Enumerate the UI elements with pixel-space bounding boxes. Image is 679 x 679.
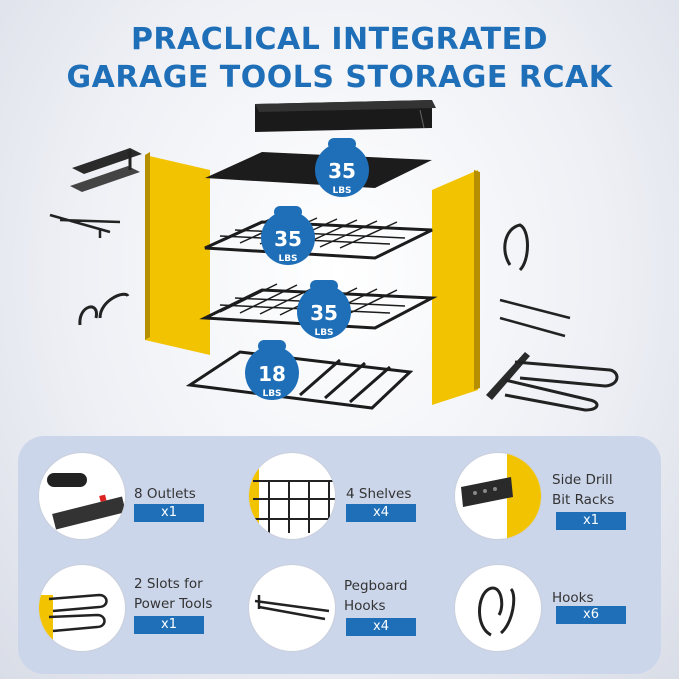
power-tool-slot-icon [39, 593, 108, 651]
component-label: Hooks [552, 590, 594, 606]
power-strip-thumbnail [38, 452, 126, 540]
pegboard-hook-thumbnail [248, 564, 336, 652]
shelf-thumbnail [248, 452, 336, 540]
drill-bit-rack-icon [461, 453, 541, 539]
weight-badge-1: 35 LBS [315, 138, 369, 197]
shelf-4-tool-slots [185, 350, 414, 410]
page-title-line-2: GARAGE TOOLS STORAGE RCAK [66, 60, 613, 95]
power-tool-slot-thumbnail [38, 564, 126, 652]
weight-unit: LBS [278, 254, 297, 264]
component-qty: x6 [556, 606, 626, 624]
weight-value: 35 [310, 301, 338, 325]
power-strip-icon [47, 473, 125, 530]
left-pegboard-panel [145, 152, 210, 355]
component-label: 4 Shelves [346, 486, 412, 502]
weight-value: 35 [328, 159, 356, 183]
weight-value: 35 [274, 227, 302, 251]
pegboard-hook-icon [254, 595, 330, 621]
double-hook-thumbnail [454, 564, 542, 652]
component-label: 8 Outlets [134, 486, 196, 502]
component-qty: x4 [346, 618, 416, 636]
components-panel [18, 436, 661, 674]
component-qty: x4 [346, 504, 416, 522]
component-qty: x1 [134, 504, 204, 522]
side-drill-bit-rack-icon [70, 148, 142, 192]
shelf-2 [204, 215, 433, 260]
weight-value: 18 [258, 362, 286, 386]
double-hook-icon [478, 586, 516, 637]
weight-badge-3: 35 LBS [297, 280, 351, 339]
weight-unit: LBS [262, 389, 281, 399]
right-pegboard-panel [432, 170, 480, 405]
component-qty: x1 [556, 512, 626, 530]
weight-unit: LBS [314, 328, 333, 338]
double-hook-icon [78, 292, 130, 326]
component-qty: x1 [134, 616, 204, 634]
exploded-rack-illustration: 35 LBS 35 LBS 35 LBS 18 LBS [49, 100, 619, 412]
wire-shelf-icon [249, 453, 335, 539]
power-tool-slot-icon [486, 352, 619, 412]
weight-badge-2: 35 LBS [261, 206, 315, 265]
right-hook-icon [499, 223, 571, 338]
drill-bit-rack-thumbnail [454, 452, 542, 540]
weight-unit: LBS [332, 186, 351, 196]
pegboard-hook-icon [49, 213, 121, 238]
power-strip-icon [255, 100, 436, 132]
page-title-line-1: PRACLICAL INTEGRATED [130, 22, 549, 57]
weight-badge-4: 18 LBS [245, 340, 299, 400]
